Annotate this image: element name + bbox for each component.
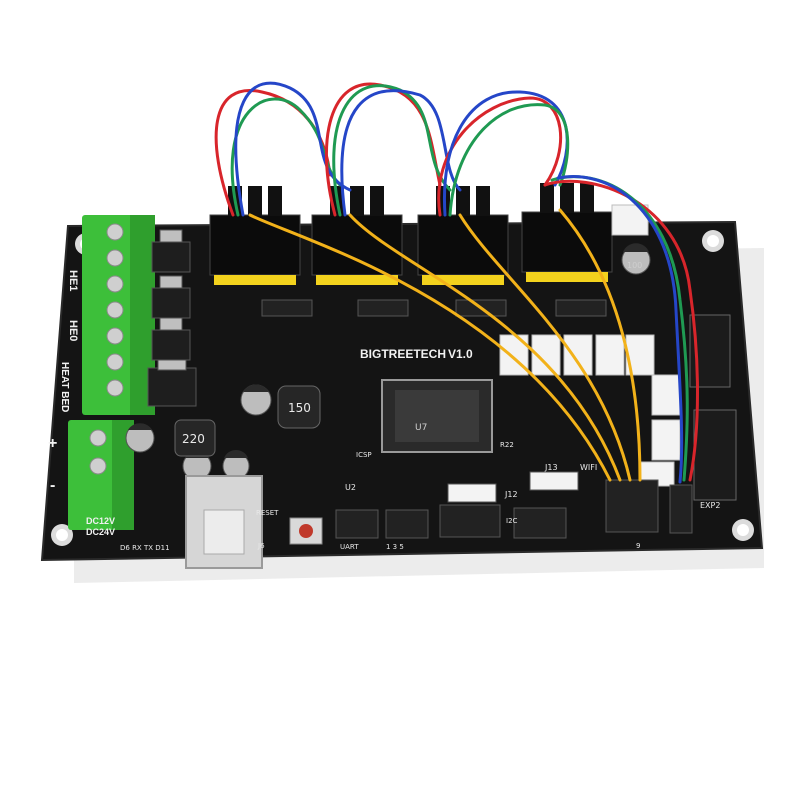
mosfets bbox=[147, 229, 197, 407]
cap-top-label: 100 bbox=[627, 261, 642, 270]
j6-label: J6 bbox=[257, 542, 265, 550]
white-connectors bbox=[499, 204, 681, 487]
inductor-220-label: 220 bbox=[182, 432, 205, 446]
he1-label: HE1 bbox=[67, 270, 79, 291]
plus-label: + bbox=[48, 435, 57, 452]
inductor-150-label: 150 bbox=[288, 401, 311, 415]
pin-headers-bottom bbox=[335, 471, 693, 539]
stepper-driver-3 bbox=[417, 186, 509, 285]
u2-label: U2 bbox=[345, 483, 356, 492]
model-label: V1.0 bbox=[448, 347, 473, 361]
silkscreen: BIGTREETECH V1.0 HE1 HE0 HEAT BED + - DC… bbox=[48, 261, 720, 552]
heat-bed-label: HEAT BED bbox=[59, 362, 70, 412]
pin-numbers: 1 3 5 bbox=[386, 543, 404, 551]
r22-label: R22 bbox=[500, 441, 514, 449]
stepper-driver-2 bbox=[311, 186, 403, 285]
usb-b-port bbox=[185, 475, 263, 569]
j13-label: J13 bbox=[544, 463, 558, 472]
i2c-label: I2C bbox=[506, 517, 518, 525]
green-terminal-block-bottom bbox=[68, 420, 134, 530]
stepper-driver-1 bbox=[209, 186, 301, 285]
j12-label: J12 bbox=[504, 490, 518, 499]
exp2-label: EXP2 bbox=[700, 501, 720, 510]
reset-button-component bbox=[289, 517, 323, 545]
wifi-label: WIFI bbox=[580, 463, 597, 472]
led-labels: D6 RX TX D11 bbox=[120, 544, 170, 552]
minus-label: - bbox=[50, 477, 55, 494]
mcu-ref-label: U7 bbox=[415, 423, 427, 433]
reset-label: RESET bbox=[256, 509, 279, 517]
pin-9-label: 9 bbox=[636, 542, 640, 550]
dc12v-label: DC12V bbox=[86, 516, 115, 526]
inductors: 220 150 bbox=[174, 385, 321, 457]
brand-label: BIGTREETECH bbox=[360, 347, 446, 361]
green-terminal-block-top bbox=[82, 215, 155, 415]
jumper-wires bbox=[214, 81, 699, 484]
stepper-driver-4 bbox=[521, 183, 613, 282]
he0-label: HE0 bbox=[67, 320, 79, 341]
mcu-chip: U7 bbox=[381, 379, 493, 453]
icsp-label: ICSP bbox=[356, 451, 372, 459]
dc24v-label: DC24V bbox=[86, 527, 115, 537]
uart-label: UART bbox=[340, 543, 359, 551]
